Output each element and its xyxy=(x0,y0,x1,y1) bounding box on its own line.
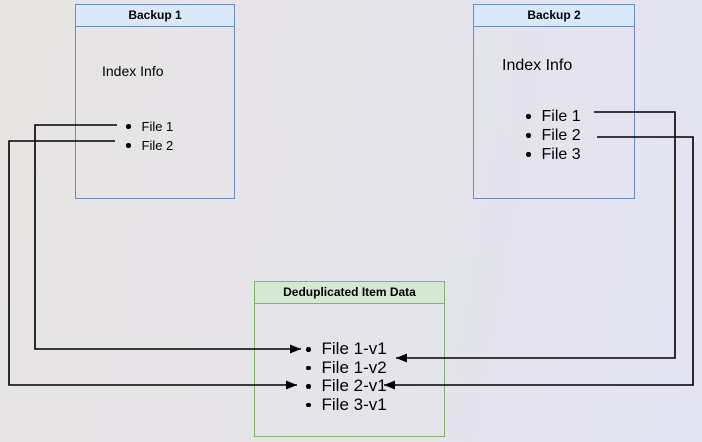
backup2-file-list: File 1 File 2 File 3 xyxy=(526,107,581,164)
backup1-file-list: File 1 File 2 xyxy=(126,117,173,155)
file-version-label: File 2-v1 xyxy=(321,376,387,396)
bullet-icon xyxy=(306,384,311,389)
bullet-icon xyxy=(526,114,531,119)
list-item: File 1-v2 xyxy=(306,357,387,378)
list-item: File 1-v1 xyxy=(306,339,387,359)
list-item: File 3-v1 xyxy=(306,394,387,415)
backup2-box: Backup 2 Index Info File 1 File 2 File 3 xyxy=(473,4,635,199)
file-label: File 2 xyxy=(141,138,174,153)
backup2-index-info-label: Index Info xyxy=(502,57,573,74)
file-version-label: File 3-v1 xyxy=(321,394,387,414)
list-item: File 2 xyxy=(526,126,581,145)
list-item: File 1 xyxy=(526,107,581,126)
file-label: File 2 xyxy=(541,126,581,144)
list-item: File 3 xyxy=(526,145,581,164)
list-item: File 2 xyxy=(126,136,173,155)
list-item: File 2-v1 xyxy=(306,376,387,396)
file-version-label: File 1-v1 xyxy=(321,339,387,359)
dedup-file-list: File 1-v1 File 1-v2 File 2-v1 File 3-v1 xyxy=(306,339,387,415)
bullet-icon xyxy=(526,133,531,138)
bullet-icon xyxy=(306,365,311,370)
bullet-icon xyxy=(306,347,311,352)
deduplicated-item-data-box: Deduplicated Item Data File 1-v1 File 1-… xyxy=(254,281,445,437)
deduplicated-item-data-title: Deduplicated Item Data xyxy=(255,282,444,304)
bullet-icon xyxy=(126,143,131,148)
list-item: File 1 xyxy=(126,117,173,136)
bullet-icon xyxy=(306,402,311,407)
bullet-icon xyxy=(126,124,131,129)
backup1-title: Backup 1 xyxy=(76,5,234,27)
file-label: File 3 xyxy=(541,145,581,163)
file-version-label: File 1-v2 xyxy=(321,357,387,377)
backup1-box: Backup 1 Index Info File 1 File 2 xyxy=(75,4,235,199)
file-label: File 1 xyxy=(141,119,174,134)
file-label: File 1 xyxy=(541,107,581,125)
bullet-icon xyxy=(526,152,531,157)
backup2-title: Backup 2 xyxy=(474,5,634,27)
backup1-index-info-label: Index Info xyxy=(102,63,164,79)
